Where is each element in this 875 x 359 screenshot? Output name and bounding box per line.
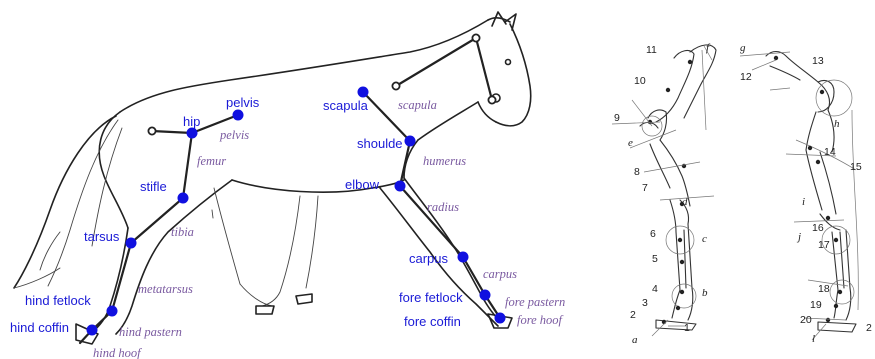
ref-letter-g: g — [740, 42, 746, 54]
ref-number-15: 15 — [850, 161, 862, 173]
hip-joint-dot — [187, 128, 198, 139]
ref-number-18: 18 — [818, 283, 830, 295]
carpus-joint-label: carpus — [409, 251, 449, 266]
ref-number-8: 8 — [634, 166, 640, 178]
bone-labels: pelvis femur tibia metatarsus hind paste… — [93, 98, 565, 359]
jaw-pin — [488, 96, 495, 103]
pelvis-joint-label: pelvis — [226, 95, 260, 110]
ref-letter-j: j — [796, 231, 801, 243]
radius-segment — [400, 186, 463, 257]
fore-hoof-bone-label: fore hoof — [517, 313, 564, 327]
ref-letter-d: d — [682, 196, 688, 208]
fore-leg-reference-labels: 13 12 14 15 16 17 18 19 20 2 g h i j l — [740, 42, 872, 345]
scapula-bone-label: scapula — [398, 98, 437, 112]
carpus-joint-dot — [458, 252, 469, 263]
poll-pin — [472, 34, 479, 41]
ref-letter-i: i — [802, 196, 805, 208]
ref-number-19: 19 — [810, 299, 822, 311]
ref-number-4: 4 — [652, 283, 658, 295]
ref-letter-l: l — [812, 333, 815, 345]
fore-leg-reference-drawing — [740, 52, 858, 341]
shoulder-joint-label: shoulde — [357, 136, 403, 151]
ref-number-17: 17 — [818, 239, 830, 251]
ref-letter-f: f — [706, 42, 711, 54]
ref-number-12: 12 — [740, 71, 752, 83]
ref-number-14: 14 — [824, 146, 836, 158]
stifle-joint-dot — [178, 193, 189, 204]
hind-fetlock-joint-label: hind fetlock — [25, 293, 91, 308]
pelvis-joint-dot — [233, 110, 244, 121]
cannon-segment — [463, 257, 485, 295]
croup-pin — [148, 127, 155, 134]
scapula-joint-label: scapula — [323, 98, 369, 113]
femur-bone-label: femur — [197, 154, 226, 168]
ref-number-5: 5 — [652, 253, 658, 265]
hip-joint-label: hip — [183, 114, 200, 129]
metatarsus-segment — [112, 243, 131, 311]
ref-number-2: 2 — [630, 309, 636, 321]
ref-number-10: 10 — [634, 75, 646, 87]
elbow-joint-label: elbow — [345, 177, 380, 192]
ref-number-11: 11 — [646, 44, 657, 56]
femur-segment — [183, 133, 192, 198]
scapula-joint-dot — [358, 87, 369, 98]
ref-letter-e: e — [628, 137, 633, 149]
ref-number-2-fore: 2 — [866, 322, 872, 334]
tibia-bone-label: tibia — [171, 225, 194, 239]
croup-segment — [152, 131, 192, 133]
fore-pastern-bone-label: fore pastern — [505, 295, 565, 309]
hind-coffin-joint-dot — [87, 325, 98, 336]
ref-letter-a: a — [632, 334, 638, 346]
head-segment — [476, 38, 492, 100]
fore-coffin-joint-label: fore coffin — [404, 314, 461, 329]
ref-number-7: 7 — [642, 182, 648, 194]
tarsus-joint-label: tarsus — [84, 229, 120, 244]
elbow-joint-dot — [395, 181, 406, 192]
shoulder-joint-dot — [405, 136, 416, 147]
ref-number-20: 20 — [800, 314, 812, 326]
ref-letter-c: c — [702, 233, 707, 245]
ref-number-1: 1 — [684, 322, 690, 334]
humerus-bone-label: humerus — [423, 154, 466, 168]
ref-number-9: 9 — [614, 112, 620, 124]
carpus-bone-label: carpus — [483, 267, 517, 281]
fore-fetlock-joint-dot — [480, 290, 491, 301]
ref-number-3: 3 — [642, 297, 648, 309]
fore-coffin-joint-dot — [495, 313, 506, 324]
metatarsus-bone-label: metatarsus — [138, 282, 193, 296]
ref-number-6: 6 — [650, 228, 656, 240]
hind-fetlock-joint-dot — [107, 306, 118, 317]
stifle-joint-label: stifle — [140, 179, 167, 194]
ref-number-13: 13 — [812, 55, 824, 67]
pelvis-bone-label: pelvis — [219, 128, 249, 142]
radius-bone-label: radius — [427, 200, 459, 214]
ref-number-16: 16 — [812, 222, 824, 234]
ref-letter-b: b — [702, 287, 708, 299]
withers-pin — [392, 82, 399, 89]
ref-letter-h: h — [834, 118, 840, 130]
hind-pastern-bone-label: hind pastern — [119, 325, 182, 339]
hind-hoof-bone-label: hind hoof — [93, 346, 142, 359]
hind-coffin-joint-label: hind coffin — [10, 320, 69, 335]
fore-fetlock-joint-label: fore fetlock — [399, 290, 463, 305]
hind-leg-reference-drawing — [612, 45, 716, 336]
tarsus-joint-dot — [126, 238, 137, 249]
hind-leg-reference-labels: 11 10 9 8 7 6 5 4 3 2 1 f e d c b a — [614, 42, 711, 346]
